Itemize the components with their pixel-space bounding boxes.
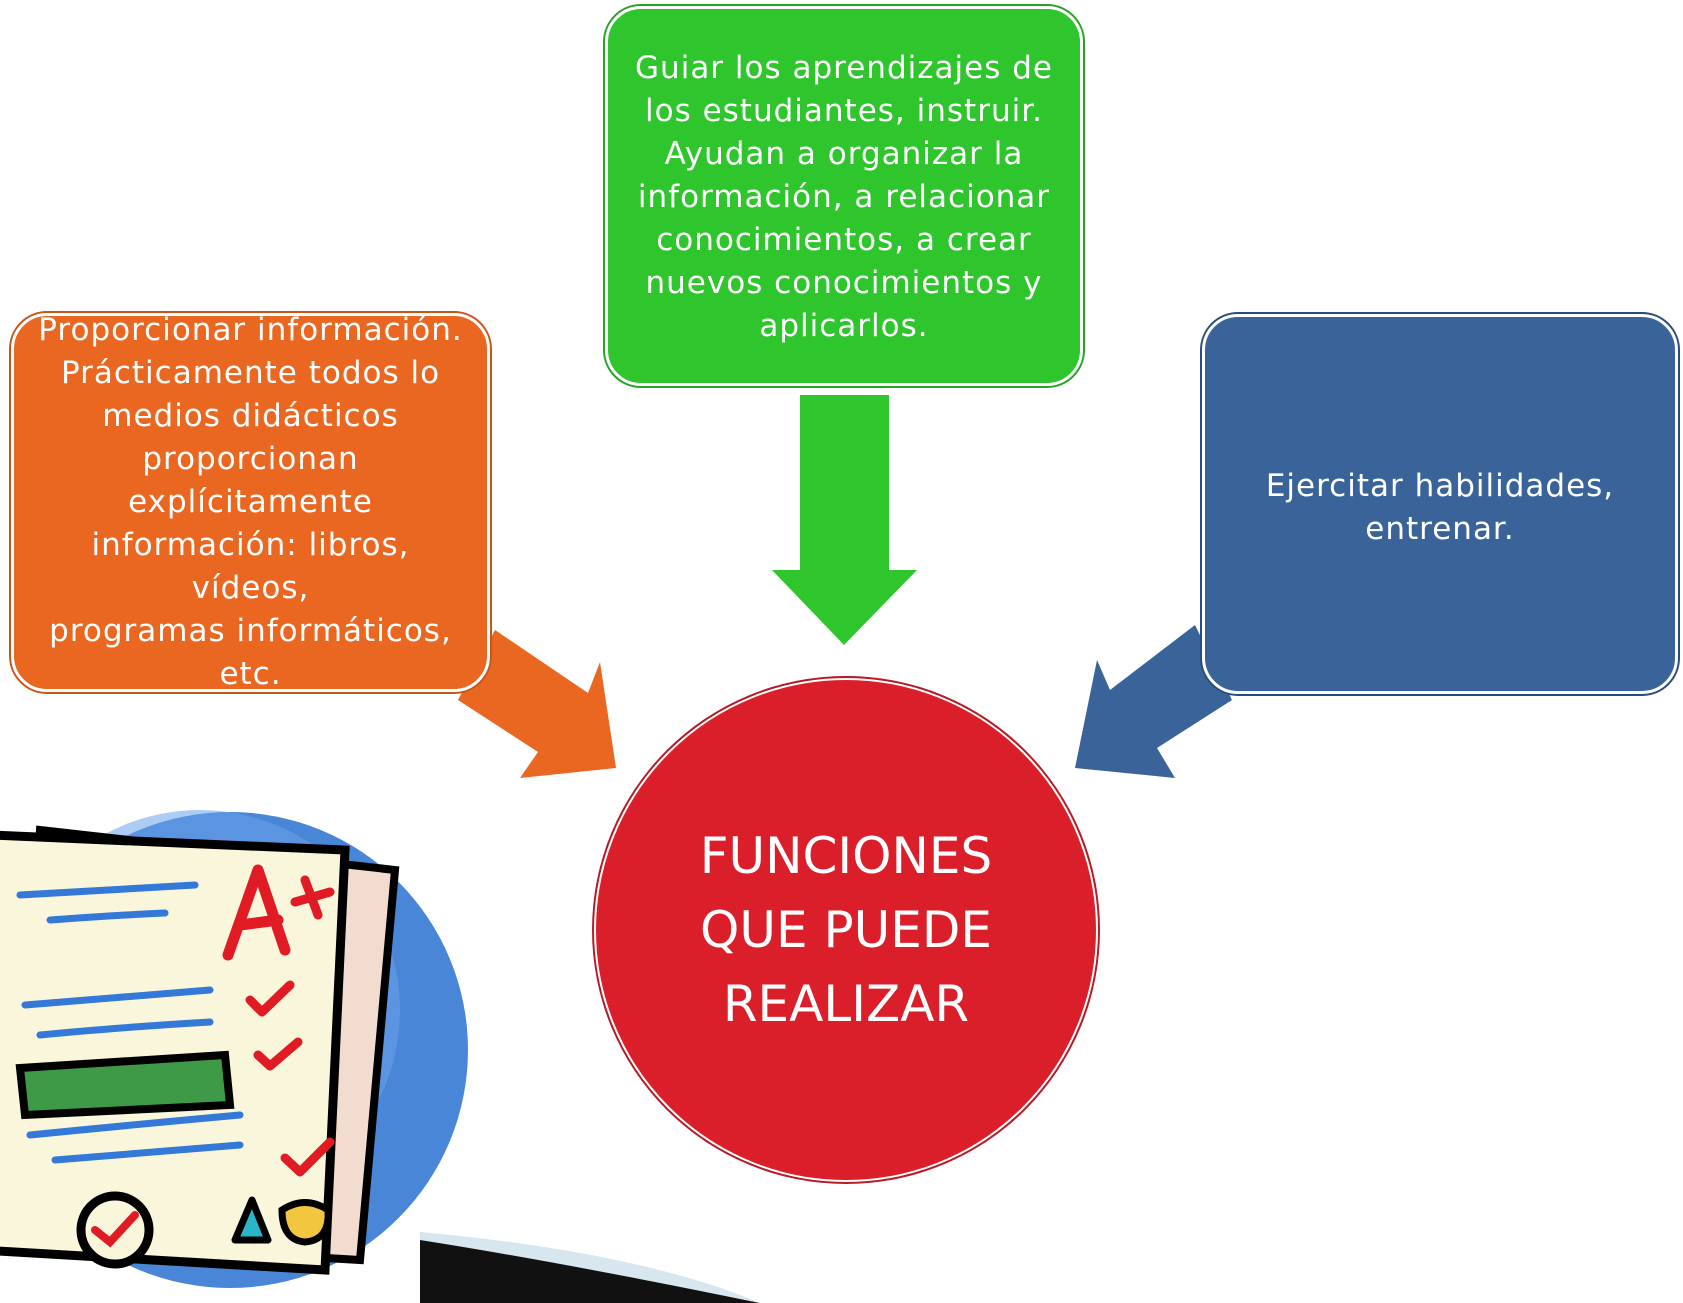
function-box-provide-information: Proporcionar información. Prácticamente … xyxy=(11,312,490,692)
bottom-swoosh xyxy=(420,1232,760,1303)
central-concept-circle: FUNCIONES QUE PUEDE REALIZAR xyxy=(594,678,1098,1182)
function-text-provide-information: Proporcionar información. Prácticamente … xyxy=(38,312,463,692)
function-box-guide-learning: Guiar los aprendizajes de los estudiante… xyxy=(605,6,1083,386)
test-paper-clipart xyxy=(0,810,468,1288)
function-text-guide-learning: Guiar los aprendizajes de los estudiante… xyxy=(635,50,1053,344)
function-text-exercise-skills: Ejercitar habilidades, entrenar. xyxy=(1265,468,1615,547)
arrow-green-down xyxy=(772,395,917,645)
arrow-blue xyxy=(1075,625,1232,778)
arrow-orange xyxy=(458,630,616,778)
central-concept-title: FUNCIONES QUE PUEDE REALIZAR xyxy=(699,827,993,1033)
bottom-swoosh-light xyxy=(420,1232,760,1303)
function-box-exercise-skills: Ejercitar habilidades, entrenar. xyxy=(1202,314,1678,694)
